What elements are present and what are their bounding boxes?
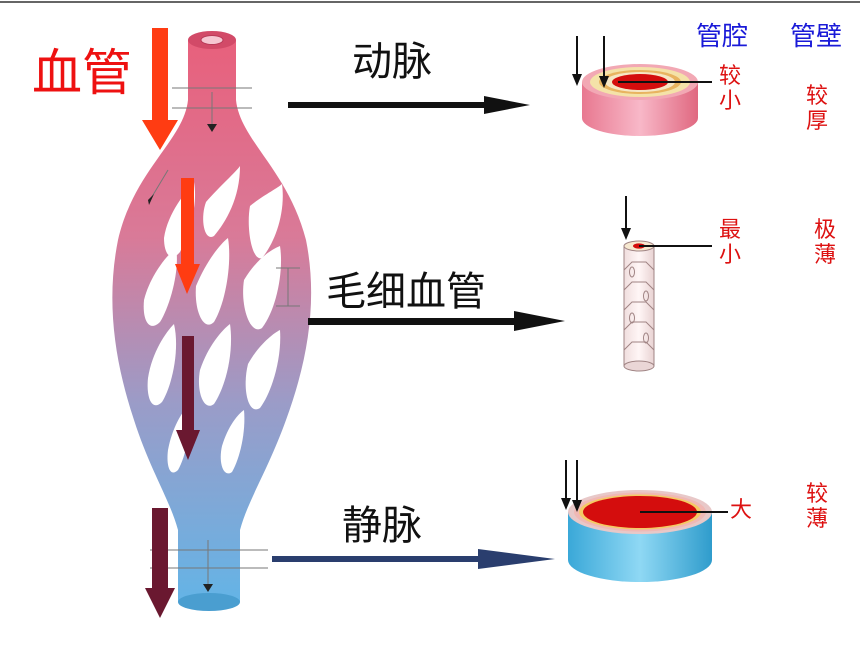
vein-wall-value: 较薄 xyxy=(805,482,828,533)
arrow-to-vein xyxy=(272,549,555,569)
capillary-wall-value: 极薄 xyxy=(813,218,836,269)
vein-lumen-value: 大 xyxy=(730,498,753,523)
header-wall: 管壁 xyxy=(790,22,843,52)
title-vessel: 血管 xyxy=(32,44,132,102)
label-artery: 动脉 xyxy=(352,39,432,85)
vein-cross-section xyxy=(561,460,728,582)
header-lumen: 管腔 xyxy=(696,22,749,52)
maroon-flow-arrow xyxy=(176,336,200,460)
orange-flow-arrow xyxy=(175,178,200,294)
artery-wall-value: 较厚 xyxy=(805,84,828,135)
capillary-lumen-value: 最小 xyxy=(718,218,741,269)
artery-lumen-value: 较小 xyxy=(718,64,741,115)
orange-flow-arrow xyxy=(142,28,178,150)
flow-arrows xyxy=(142,28,200,618)
arrow-to-capillary xyxy=(308,311,565,331)
vessel-network-illustration xyxy=(112,31,312,611)
capillary-cross-section xyxy=(621,196,712,372)
label-vein: 静脉 xyxy=(342,503,422,549)
label-capillary: 毛细血管 xyxy=(326,269,486,315)
arrow-to-artery xyxy=(288,96,530,114)
artery-cross-section xyxy=(572,36,712,136)
maroon-flow-arrow xyxy=(145,508,175,618)
